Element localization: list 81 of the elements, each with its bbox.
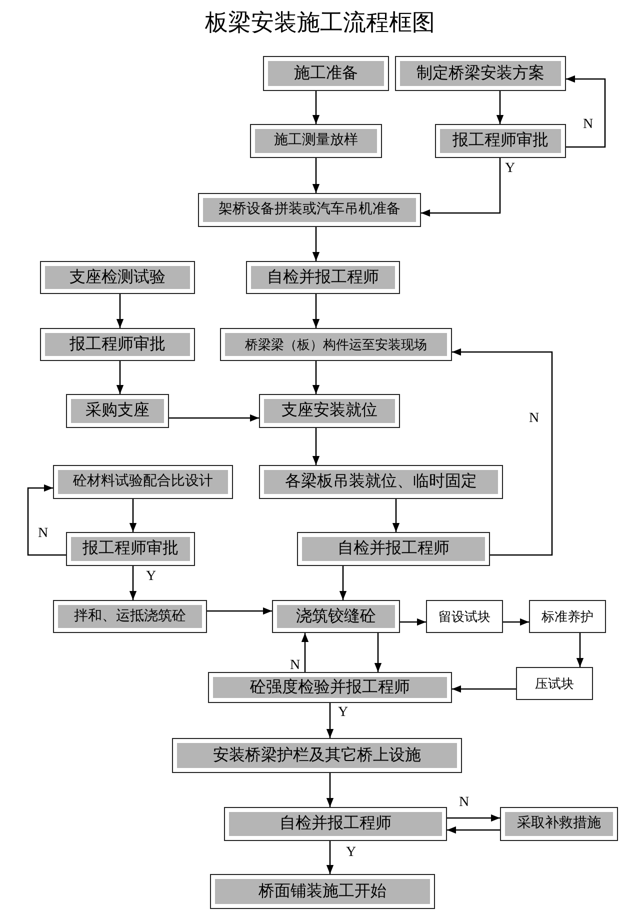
arrow (447, 814, 500, 822)
step-label: 施工测量放样 (255, 129, 377, 153)
process-box (208, 672, 452, 703)
arrow (129, 499, 137, 532)
process-box (172, 738, 462, 773)
step-label: 制定桥梁安装方案 (400, 61, 561, 86)
process-box (210, 874, 435, 909)
arrow (169, 414, 259, 422)
step-label: 留设试块 (438, 608, 490, 626)
arrow (312, 361, 320, 394)
arrow (400, 618, 426, 626)
process-box (297, 532, 490, 566)
arrow (326, 703, 334, 738)
step-label: 压试块 (535, 675, 574, 693)
arrow (207, 607, 272, 615)
arrow (326, 841, 334, 874)
process-box (500, 807, 618, 841)
process-box (53, 600, 207, 633)
process-box (263, 56, 389, 91)
arrow (312, 294, 320, 328)
step-label: 自检并报工程师 (302, 537, 485, 561)
arrow (326, 773, 334, 807)
process-box (220, 328, 452, 361)
process-box (395, 56, 566, 91)
arrow (312, 158, 320, 193)
step-label: 架桥设备拼装或汽车吊机准备 (203, 198, 416, 222)
arrow (27, 484, 66, 556)
process-box (246, 261, 400, 294)
step-label: 标准养护 (542, 608, 594, 626)
step-label: 砼强度检验并报工程师 (213, 677, 447, 698)
process-box (250, 124, 382, 158)
arrow (129, 566, 137, 600)
step-label: 浇筑铰缝砼 (277, 605, 395, 628)
arrow (116, 361, 124, 394)
step-label: 采购支座 (71, 399, 164, 423)
process-box (198, 193, 421, 227)
step-label: 自检并报工程师 (229, 812, 442, 836)
arrow (312, 428, 320, 465)
process-box (272, 600, 400, 633)
process-box (53, 465, 233, 499)
arrow (452, 685, 516, 693)
step-label: 报工程师审批 (440, 129, 561, 153)
process-box (40, 328, 195, 361)
arrow (312, 91, 320, 124)
arrow (496, 91, 504, 124)
process-box (259, 394, 400, 428)
step-label: 报工程师审批 (45, 333, 190, 356)
arrow (374, 633, 382, 672)
arrow (301, 633, 309, 672)
step-label: 施工准备 (268, 61, 384, 86)
arrow (392, 499, 400, 532)
arrow (447, 826, 500, 834)
step-label: 桥梁梁（板）构件运至安装现场 (225, 333, 447, 356)
process-box (435, 124, 566, 158)
arrow (339, 566, 347, 600)
process-box (224, 807, 447, 841)
process-box (66, 532, 195, 566)
process-box (529, 600, 606, 633)
process-box (426, 600, 503, 633)
step-label: 采取补救措施 (505, 812, 613, 836)
arrow (576, 633, 584, 667)
step-label: 拌和、运抵浇筑砼 (58, 605, 202, 628)
step-label: 报工程师审批 (71, 537, 190, 561)
arrow (452, 348, 553, 556)
step-label: 安装桥梁护栏及其它桥上设施 (177, 743, 457, 768)
process-box (66, 394, 169, 428)
process-box (40, 261, 195, 294)
step-label: 自检并报工程师 (251, 266, 395, 289)
step-label: 支座检测试验 (45, 266, 190, 289)
arrow (116, 294, 124, 328)
step-label: 各梁板吊装就位、临时固定 (264, 470, 498, 494)
step-label: 砼材料试验配合比设计 (58, 470, 228, 494)
process-box (259, 465, 503, 499)
step-label: 支座安装就位 (264, 399, 395, 423)
step-label: 桥面铺装施工开始 (215, 879, 430, 904)
arrow (566, 75, 606, 148)
arrow (503, 618, 529, 626)
process-box (516, 667, 593, 700)
title: 板梁安装施工流程框图 (204, 9, 436, 38)
arrow (421, 158, 501, 217)
arrow (312, 227, 320, 261)
